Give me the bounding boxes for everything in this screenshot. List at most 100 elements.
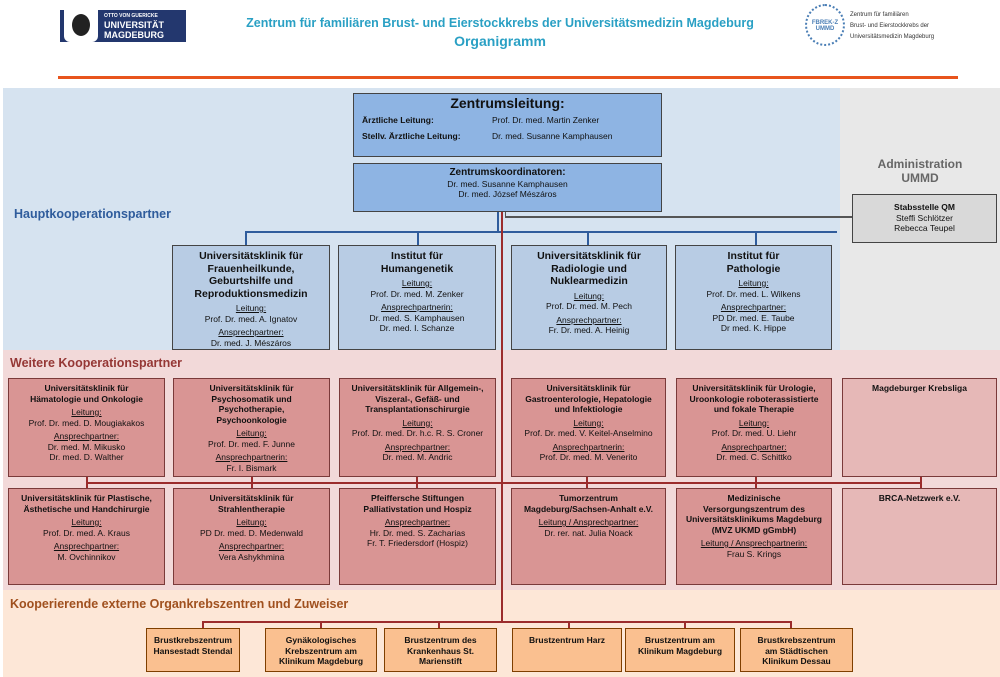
box-title: Strahlentherapie xyxy=(217,503,286,514)
connector-line xyxy=(755,477,757,488)
connector-line-main xyxy=(501,212,503,622)
page-subtitle: Organigramm xyxy=(454,33,546,49)
extern-partner-box: Brustzentrum Harz xyxy=(512,628,622,672)
person-name: Dr. med. S. Kamphausen xyxy=(369,312,465,323)
box-title: und Infektiologie xyxy=(554,404,623,414)
person-name: Dr med. K. Hippe xyxy=(720,323,787,333)
person-name: Frau S. Krings xyxy=(726,548,782,559)
section-label: Ansprechpartner: xyxy=(53,431,120,441)
section-label: Ansprechpartner: xyxy=(53,541,120,551)
logo-line: UNIVERSITÄT xyxy=(104,19,165,30)
box-title: Universitätsklinik für Urologie, xyxy=(692,383,816,393)
guericke-portrait-icon xyxy=(64,10,98,42)
section-label: Ansprechpartner: xyxy=(556,314,622,325)
box-title: Pathologie xyxy=(726,262,781,275)
connector-line xyxy=(202,621,792,623)
box-title: Krankenhaus St. xyxy=(406,645,475,656)
section-label: Ansprechpartnerin: xyxy=(552,441,625,452)
person-name: M. Ovchinnikov xyxy=(57,551,116,562)
box-title: Universitätsklinik für xyxy=(44,383,129,393)
box-title: Universitätsklinik für xyxy=(199,250,303,262)
connector-line xyxy=(755,231,757,245)
connector-line xyxy=(684,621,686,628)
box-title: Frauenheilkunde, xyxy=(207,262,295,275)
box-title: Universitätsklinik für xyxy=(546,383,631,393)
person-name: Rebecca Teupel xyxy=(894,223,955,233)
box-title: Psychosomatik und xyxy=(211,393,292,404)
role-label: Ärztliche Leitung: xyxy=(362,114,434,125)
box-title: Gynäkologisches xyxy=(285,635,357,645)
person-name: PD Dr. med. D. Medenwald xyxy=(200,527,303,538)
box-title: Universitätsklinik für xyxy=(209,383,294,393)
section-label: Ansprechpartner: xyxy=(218,541,285,551)
center-seal-logo: FBREK-Z UMMD xyxy=(805,4,845,46)
section-label: Ansprechpartner: xyxy=(721,441,787,452)
person-name: Fr. Dr. med. A. Heinig xyxy=(548,325,630,335)
connector-line xyxy=(920,477,922,488)
person-name: Prof. Dr. med. D. Mougiakakos xyxy=(28,417,145,428)
person-name: Dr. med. Susanne Kamphausen xyxy=(492,131,613,141)
box-title: Magdeburger Krebsliga xyxy=(872,383,967,393)
section-label: Leitung: xyxy=(236,428,267,438)
koordinatoren-title: Zentrumskoordinatoren: xyxy=(449,167,566,178)
connector-line xyxy=(86,477,88,488)
box-title: Uroonkologie roboterassistierte xyxy=(689,393,819,404)
connector-line xyxy=(586,477,588,488)
section-label: Leitung / Ansprechpartnerin: xyxy=(700,538,808,548)
section-label: Leitung: xyxy=(738,417,770,428)
person-name: Prof. Dr. med. L. Wilkens xyxy=(706,288,801,299)
box-title: Universitätsklinik für Allgemein-, xyxy=(351,383,484,393)
section-label: Ansprechpartner: xyxy=(384,517,451,527)
box-title: Reproduktionsmedizin xyxy=(194,287,308,300)
connector-line xyxy=(505,212,506,217)
box-title: Magdeburg/Sachsen-Anhalt e.V. xyxy=(523,503,654,514)
person-name: Dr. med. D. Walther xyxy=(49,452,124,462)
person-name: Prof. Dr. med. Dr. h.c. R. S. Croner xyxy=(351,428,484,438)
section-label: Leitung: xyxy=(236,517,267,527)
person-name: Dr. med. C. Schittko xyxy=(716,452,792,462)
box-title: Institut für xyxy=(727,250,780,262)
person-name: Prof. Dr. med. M. Venerito xyxy=(539,452,638,462)
person-name: Dr. med. József Mészáros xyxy=(458,189,557,199)
section-label: Ansprechpartner: xyxy=(218,327,284,337)
connector-line xyxy=(320,621,322,628)
stabsstelle-qm-box: Stabsstelle QM Steffi Schlötzer Rebecca … xyxy=(852,194,997,243)
section-label-weitere: Weitere Kooperationspartner xyxy=(10,356,183,370)
section-label: Leitung: xyxy=(402,417,433,428)
person-name: Fr. I. Bismark xyxy=(226,462,277,473)
box-title: Viszeral-, Gefäß- und xyxy=(375,393,460,404)
person-name: PD Dr. med. E. Taube xyxy=(712,312,795,323)
box-title: Hansestadt Stendal xyxy=(153,645,233,656)
box-title: Institut für xyxy=(391,250,443,262)
person-name: Fr. T. Friedersdorf (Hospiz) xyxy=(367,538,468,548)
box-title: Humangenetik xyxy=(380,262,454,275)
connector-line xyxy=(587,231,589,245)
section-label: Leitung: xyxy=(738,278,769,288)
box-title: am Städtischen xyxy=(765,645,828,656)
person-name: Prof. Dr. med. M. Zenker xyxy=(370,288,464,299)
section-label: Leitung: xyxy=(71,517,102,527)
section-label: Leitung / Ansprechpartner: xyxy=(538,517,639,527)
person-name: Vera Ashykhmina xyxy=(218,551,285,562)
koordinatoren-box: Zentrumskoordinatoren: Dr. med. Susanne … xyxy=(353,163,662,212)
section-label: Leitung: xyxy=(401,278,433,288)
connector-line xyxy=(438,621,440,628)
person-name: Prof. Dr. med. F. Junne xyxy=(208,438,295,449)
box-title: Psychotherapie, xyxy=(218,404,285,414)
person-name: Prof. Dr. med. M. Pech xyxy=(546,301,632,311)
person-name: Prof. Dr. med. V. Keitel-Anselmino xyxy=(524,428,653,438)
person-name: Dr. rer. nat. Julia Noack xyxy=(544,527,633,538)
section-label: Leitung: xyxy=(235,303,267,313)
box-title: Klinikum Magdeburg xyxy=(278,656,364,666)
box-title: Brustzentrum am xyxy=(645,635,715,645)
